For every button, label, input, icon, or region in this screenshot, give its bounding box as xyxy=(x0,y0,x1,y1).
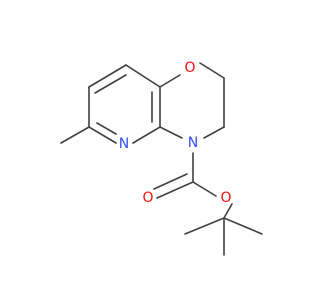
bond xyxy=(88,126,117,144)
bond xyxy=(223,203,233,219)
bond xyxy=(184,217,225,235)
bond xyxy=(96,122,117,135)
oxygen-carbonyl-label: O xyxy=(142,190,153,206)
bond xyxy=(223,217,263,235)
bond xyxy=(203,126,225,139)
oxygen-ester-label: O xyxy=(220,190,231,206)
bond xyxy=(153,173,188,190)
bond xyxy=(156,181,194,199)
nitrogen-carbamate-label: N xyxy=(188,135,198,151)
bond xyxy=(88,64,127,88)
bond xyxy=(199,62,225,79)
bond xyxy=(60,126,90,144)
molecule-structure: O N N O O xyxy=(60,60,263,256)
oxygen-ring-label: O xyxy=(184,60,195,76)
nitrogen-pyridine-label: N xyxy=(119,136,129,152)
bond-lines xyxy=(60,62,263,256)
bond xyxy=(125,64,161,88)
bond xyxy=(192,181,217,197)
atom-labels: O N N O O xyxy=(119,60,232,206)
bond xyxy=(159,74,181,88)
bond xyxy=(94,74,127,94)
bond xyxy=(132,126,161,144)
bond xyxy=(159,126,183,139)
